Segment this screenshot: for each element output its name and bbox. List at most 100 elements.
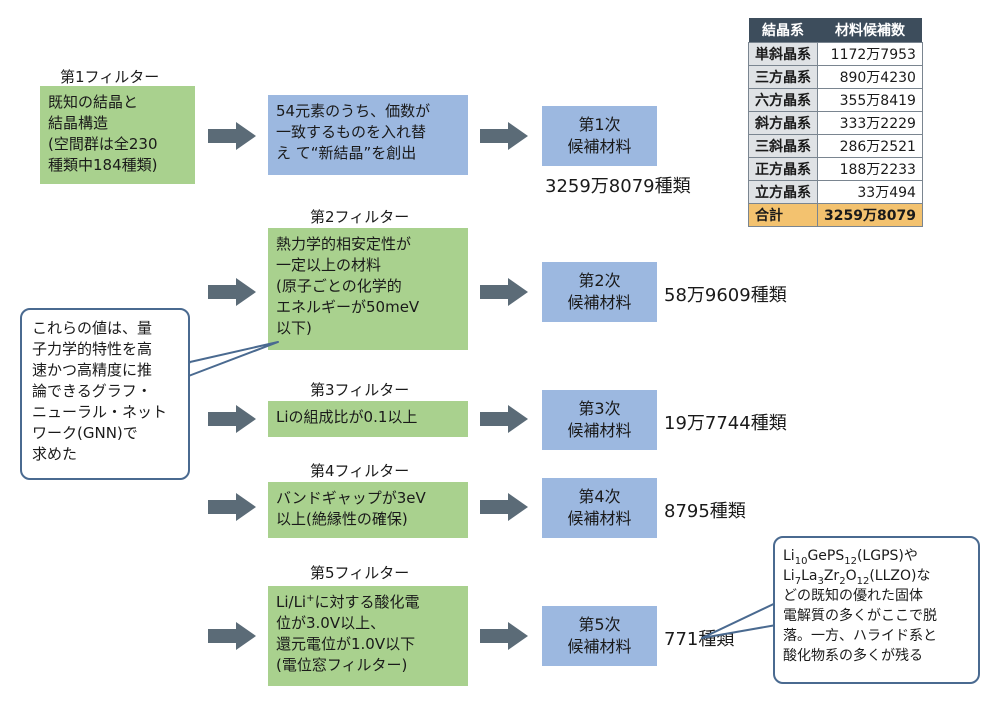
filter-4-box: バンドギャップが3eV 以上(絶縁性の確保) bbox=[268, 482, 468, 538]
crystal-system: 六方晶系 bbox=[748, 88, 818, 112]
note-left-line: ニューラル・ネット bbox=[32, 403, 168, 421]
note-right-text: La bbox=[801, 568, 818, 584]
crystal-system: 斜方晶系 bbox=[748, 111, 818, 135]
candidate-count: 355万8419 bbox=[817, 88, 923, 112]
arrow-icon bbox=[480, 405, 528, 433]
candidate-4-box: 第4次 候補材料 bbox=[542, 478, 657, 538]
filter-4-line: バンドギャップが3eV bbox=[276, 489, 426, 507]
arrow-icon bbox=[208, 405, 256, 433]
note-right-line: Li7La3Zr2O12(LLZO)な bbox=[783, 566, 970, 586]
note-left-line: 子力学的特性を高 bbox=[32, 340, 153, 358]
filter-1-line: 既知の結晶と bbox=[48, 93, 139, 111]
note-right-sub: 7 bbox=[794, 575, 802, 587]
arrow-icon bbox=[208, 278, 256, 306]
note-right-sub: 10 bbox=[794, 555, 808, 567]
filter-5-sup: + bbox=[306, 593, 315, 604]
note-right-text: GePS bbox=[807, 548, 845, 564]
candidate-count: 286万2521 bbox=[817, 134, 923, 158]
filter-3-line: Liの組成比が0.1以上 bbox=[276, 408, 418, 426]
process-box: 54元素のうち、価数が 一致するものを入れ替 え て“新結晶”を創出 bbox=[268, 95, 468, 175]
filter-2-line: 一定以上の材料 bbox=[276, 256, 382, 274]
note-right-text: O bbox=[845, 568, 857, 584]
filter-2-line: 以下) bbox=[276, 319, 312, 337]
arrow-icon bbox=[208, 493, 256, 521]
filter-5-label: 第5フィルター bbox=[310, 564, 410, 582]
filter-5-text: に対する酸化電 bbox=[314, 593, 420, 611]
candidate-count: 1172万7953 bbox=[817, 42, 923, 66]
candidate-1-line1: 第1次 bbox=[578, 115, 621, 134]
filter-3-box: Liの組成比が0.1以上 bbox=[268, 401, 468, 437]
filter-2-line: エネルギーが50meV bbox=[276, 298, 420, 316]
candidate-count: 890万4230 bbox=[817, 65, 923, 89]
process-line: 54元素のうち、価数が bbox=[276, 102, 431, 120]
note-right-text: Li bbox=[783, 568, 795, 584]
note-right-text: Zr bbox=[823, 568, 840, 584]
candidate-count: 188万2233 bbox=[817, 157, 923, 181]
candidate-4-line1: 第4次 bbox=[578, 487, 621, 506]
note-right-line: 酸化物系の多くが残る bbox=[783, 648, 923, 664]
filter-3-label: 第3フィルター bbox=[310, 381, 410, 399]
filter-4-label: 第4フィルター bbox=[310, 462, 410, 480]
candidate-count: 333万2229 bbox=[817, 111, 923, 135]
filter-2-label: 第2フィルター bbox=[310, 208, 410, 226]
filter-1-line: 種類中184種類) bbox=[48, 156, 158, 174]
filter-2-line: (原子ごとの化学的 bbox=[276, 277, 402, 295]
note-right-line: 電解質の多くがここで脱 bbox=[783, 608, 937, 624]
filter-1-line: (空間群は全230 bbox=[48, 135, 158, 153]
note-right-line: Li10GePS12(LGPS)や bbox=[783, 546, 970, 566]
total-value: 3259万8079 bbox=[817, 203, 923, 227]
note-left-line: 論できるグラフ・ bbox=[32, 382, 152, 400]
arrow-icon bbox=[480, 278, 528, 306]
note-left-line: ワーク(GNN)で bbox=[32, 424, 138, 442]
filter-5-line: Li/Li+に対する酸化電 bbox=[276, 592, 460, 613]
candidate-2-count: 58万9609種類 bbox=[664, 285, 787, 306]
filter-2-line: 熱力学的相安定性が bbox=[276, 235, 412, 253]
note-left-line: 速かつ高精度に推 bbox=[32, 361, 153, 379]
note-right-text: (LGPS)や bbox=[856, 548, 918, 564]
arrow-icon bbox=[480, 122, 528, 150]
candidate-1-line2: 候補材料 bbox=[567, 137, 632, 156]
table-header: 材料候補数 bbox=[817, 18, 923, 43]
note-left-line: 求めた bbox=[32, 445, 78, 463]
candidate-count: 33万494 bbox=[817, 180, 923, 204]
crystal-system: 立方晶系 bbox=[748, 180, 818, 204]
filter-5-line: (電位窓フィルター) bbox=[276, 656, 408, 674]
candidate-2-line1: 第2次 bbox=[578, 271, 621, 290]
table-header-row: 結晶系 材料候補数 bbox=[748, 18, 923, 43]
note-right-line: 落。一方、ハライド系と bbox=[783, 628, 937, 644]
filter-1-label: 第1フィルター bbox=[60, 68, 160, 86]
note-left: これらの値は、量 子力学的特性を高 速かつ高精度に推 論できるグラフ・ ニューラ… bbox=[20, 308, 190, 480]
filter-5-text: Li/Li bbox=[276, 593, 307, 611]
candidate-5-line1: 第5次 bbox=[578, 615, 621, 634]
arrow-icon bbox=[480, 493, 528, 521]
crystal-system: 三斜晶系 bbox=[748, 134, 818, 158]
candidate-5-box: 第5次 候補材料 bbox=[542, 606, 657, 666]
process-line: え て“新結晶”を創出 bbox=[276, 144, 417, 162]
note-right-sub: 12 bbox=[844, 555, 857, 567]
candidate-2-line2: 候補材料 bbox=[567, 293, 632, 312]
arrow-icon bbox=[208, 622, 256, 650]
candidate-3-box: 第3次 候補材料 bbox=[542, 390, 657, 450]
candidate-3-line2: 候補材料 bbox=[567, 421, 632, 440]
filter-1-box: 既知の結晶と 結晶構造 (空間群は全230 種類中184種類) bbox=[40, 86, 195, 184]
crystal-system: 単斜晶系 bbox=[748, 42, 818, 66]
process-line: 一致するものを入れ替 bbox=[276, 123, 427, 141]
note-right-sub: 2 bbox=[839, 575, 846, 587]
note-right: Li10GePS12(LGPS)や Li7La3Zr2O12(LLZO)な どの… bbox=[773, 536, 980, 684]
total-label: 合計 bbox=[748, 203, 818, 227]
filter-2-box: 熱力学的相安定性が 一定以上の材料 (原子ごとの化学的 エネルギーが50meV … bbox=[268, 228, 468, 350]
candidate-1-count: 3259万8079種類 bbox=[545, 176, 691, 197]
candidate-3-count: 19万7744種類 bbox=[664, 413, 787, 434]
crystal-system: 正方晶系 bbox=[748, 157, 818, 181]
filter-5-box: Li/Li+に対する酸化電 位が3.0V以上、 還元電位が1.0V以下 (電位窓… bbox=[268, 586, 468, 686]
candidate-4-line2: 候補材料 bbox=[567, 509, 632, 528]
